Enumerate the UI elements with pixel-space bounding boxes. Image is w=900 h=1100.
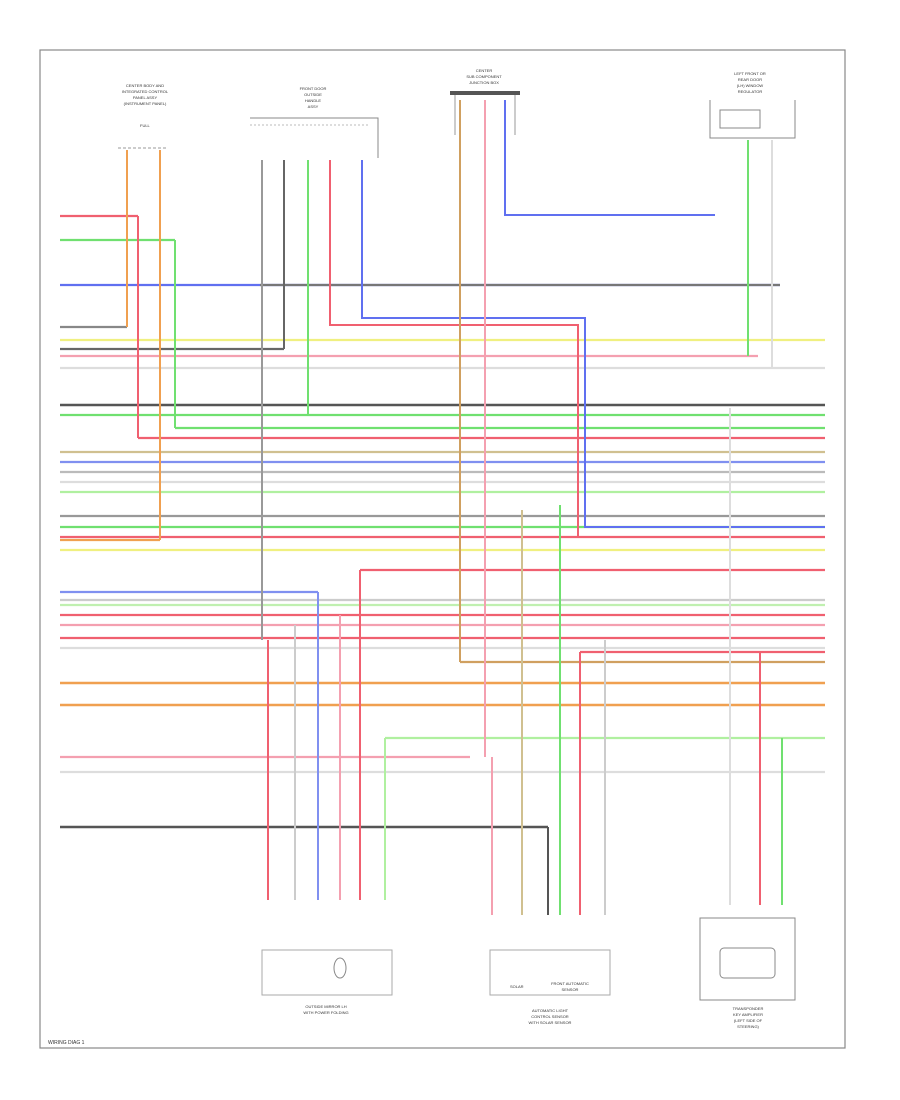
comp-br-line-2: KEY AMPLIFIER <box>733 1012 763 1017</box>
comp-bl-line-1: OUTSIDE MIRROR LH <box>305 1004 346 1009</box>
component-top-right: LEFT FRONT OR REAR DOOR (LH) WINDOW REGU… <box>709 71 796 139</box>
comp-bc-sub-3: SENSOR <box>562 987 579 992</box>
comp-tr-line-4: REGULATOR <box>738 89 763 94</box>
comp-tl-line-2: INTEGRATED CONTROL <box>122 89 169 94</box>
vwire-red-b <box>329 160 579 537</box>
comp-tcl-line-2: OUTSIDE <box>304 92 322 97</box>
comp-tl-line-3: PANEL ASSY <box>133 95 158 100</box>
comp-bc-line-3: WITH SOLAR SENSOR <box>529 1020 572 1025</box>
vwire-blu-c <box>504 100 715 216</box>
component-bottom-center: SOLAR FRONT AUTOMATIC SENSOR AUTOMATIC L… <box>489 949 611 1025</box>
vwire-blu-b <box>361 160 825 528</box>
comp-bc-line-2: CONTROL SENSOR <box>531 1014 569 1019</box>
diagram-frame <box>39 49 846 1049</box>
comp-tl-line-1: CENTER BODY AND <box>126 83 164 88</box>
component-bottom-right: TRANSPONDER KEY AMPLIFIER (LEFT SIDE OF … <box>699 917 796 1029</box>
comp-tc-line-2: SUB COMPONENT <box>466 74 502 79</box>
comp-bl-line-2: WITH POWER FOLDING <box>303 1010 348 1015</box>
page-id: WIRING DIAG 1 <box>48 1040 85 1046</box>
comp-br-line-1: TRANSPONDER <box>733 1006 764 1011</box>
comp-tl-line-4: (INSTRUMENT PANEL) <box>124 101 167 106</box>
comp-br-line-3: (LEFT SIDE OF <box>734 1018 763 1023</box>
comp-bc-line-1: AUTOMATIC LIGHT <box>532 1008 569 1013</box>
comp-tc-line-3: JUNCTION BOX <box>469 80 499 85</box>
horizontal-wires <box>60 214 825 829</box>
comp-tr-line-1: LEFT FRONT OR <box>734 71 766 76</box>
comp-tcl-line-1: FRONT DOOR <box>300 86 327 91</box>
comp-tcl-line-3: HANDLE <box>305 98 322 103</box>
comp-tr-line-3: (LH) WINDOW <box>737 83 764 88</box>
component-top-center: CENTER SUB COMPONENT JUNCTION BOX <box>450 68 520 135</box>
comp-tr-line-2: REAR DOOR <box>738 77 762 82</box>
comp-br-line-4: STEERING) <box>737 1024 759 1029</box>
comp-tc-line-1: CENTER <box>476 68 493 73</box>
component-top-left: CENTER BODY AND INTEGRATED CONTROL PANEL… <box>118 83 169 149</box>
vertical-wires <box>126 100 825 915</box>
comp-bc-sub-1: SOLAR <box>510 984 524 989</box>
comp-tl-note: FULL <box>140 123 151 128</box>
component-top-center-left: FRONT DOOR OUTSIDE HANDLE ASSY <box>250 86 379 158</box>
comp-bc-sub-2: FRONT AUTOMATIC <box>551 981 589 986</box>
comp-tcl-line-4: ASSY <box>308 104 319 109</box>
component-bottom-left: OUTSIDE MIRROR LH WITH POWER FOLDING <box>261 949 393 1015</box>
